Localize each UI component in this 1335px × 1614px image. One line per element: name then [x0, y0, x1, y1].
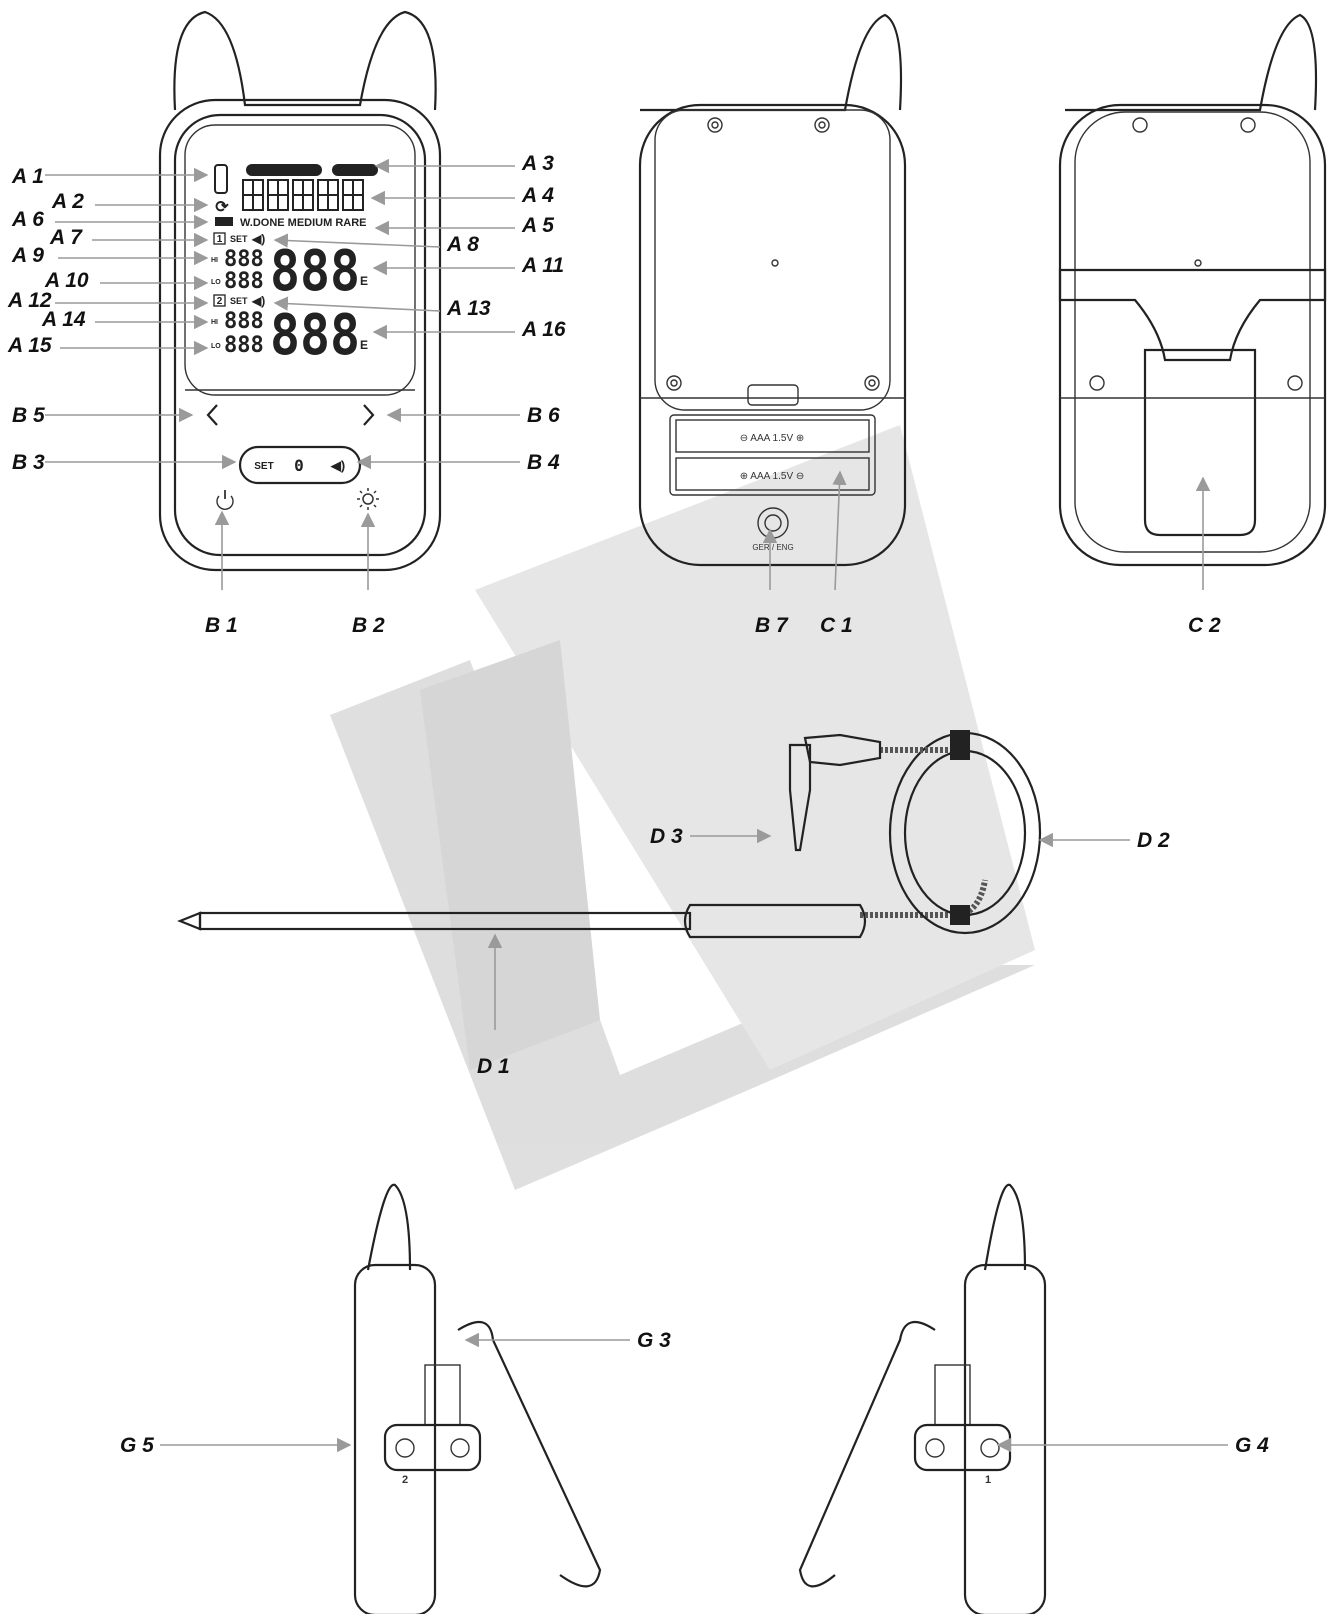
callout-B1: B 1: [205, 614, 238, 637]
lcd-probe2-temperature: 888: [270, 303, 360, 368]
front-view-display-unit: BARBECUE FOOD ⟳ W.DONE MEDIUM RARE 1 SET…: [158, 10, 442, 572]
callout-A5: A 5: [521, 214, 554, 237]
clip-number-left: 2: [402, 1474, 408, 1486]
callout-B3: B 3: [12, 451, 45, 474]
callout-A8: A 8: [446, 233, 479, 256]
callout-A11: A 11: [521, 254, 564, 277]
callout-A10: A 10: [44, 269, 89, 292]
callout-D3: D 3: [650, 825, 683, 848]
callout-A15: A 15: [7, 334, 52, 357]
lcd-food-label: FOOD: [341, 166, 370, 177]
side-view-right: 1: [798, 1183, 1047, 1614]
callout-A16: A 16: [521, 318, 566, 341]
callout-A12: A 12: [7, 289, 52, 312]
callouts: A 1 A 2 A 6 A 7 A 9 A 10 A 12 A 14 A 15 …: [7, 152, 1269, 1457]
power-button-icon[interactable]: [216, 490, 234, 510]
meat-probe: [177, 730, 1042, 939]
lcd-probe1-number: 1: [217, 234, 223, 245]
callout-D2: D 2: [1137, 829, 1170, 852]
battery-slot-2-label: ⊕ AAA 1.5V ⊖: [740, 471, 805, 482]
watermark-logo: [330, 425, 1035, 1190]
hanging-hook-right[interactable]: [798, 1320, 936, 1588]
callout-B4: B 4: [527, 451, 560, 474]
refresh-icon: ⟳: [215, 199, 229, 216]
right-arrow-button[interactable]: [363, 404, 375, 426]
callout-A4: A 4: [521, 184, 554, 207]
callout-B2: B 2: [352, 614, 385, 637]
callout-C2: C 2: [1188, 614, 1221, 637]
lcd-probe1-temperature: 888: [270, 239, 360, 304]
lcd-probe2-hi-digits: 888: [224, 309, 264, 334]
backlight-button-icon[interactable]: [357, 488, 379, 510]
lcd-probe2-unit: E: [360, 338, 368, 352]
callout-G3: G 3: [637, 1329, 671, 1352]
callout-A13: A 13: [446, 297, 491, 320]
lcd-probe2-number: 2: [217, 296, 223, 307]
clip-number-right: 1: [985, 1474, 991, 1486]
side-view-left: 2: [353, 1183, 602, 1614]
callout-B6: B 6: [527, 404, 560, 427]
callout-A6: A 6: [11, 208, 44, 231]
lcd-probe1-lo-digits: 888: [224, 269, 264, 294]
lcd-screen: BARBECUE FOOD ⟳ W.DONE MEDIUM RARE 1 SET…: [211, 164, 378, 368]
lcd-alphanumeric-segments: [242, 179, 364, 211]
probe2-alarm-speaker-icon: ◀): [251, 294, 265, 308]
lcd-probe2-set: SET: [230, 296, 248, 306]
lcd-probe2-hi: HI: [211, 319, 218, 326]
hanging-hook-left[interactable]: [457, 1320, 602, 1588]
callout-A3: A 3: [521, 152, 554, 175]
lcd-probe1-set: SET: [230, 234, 248, 244]
lcd-probe1-unit: E: [360, 274, 368, 288]
callout-A14: A 14: [41, 308, 86, 331]
callout-B7: B 7: [755, 614, 789, 637]
left-arrow-button[interactable]: [206, 404, 218, 426]
language-switch-label: GER / ENG: [752, 543, 793, 552]
set-button-label[interactable]: SET: [254, 461, 273, 472]
battery-slot-1-label: ⊖ AAA 1.5V ⊕: [740, 433, 805, 444]
callout-C1: C 1: [820, 614, 853, 637]
battery-icon: [215, 217, 233, 226]
callout-A9: A 9: [11, 244, 44, 267]
callout-B5: B 5: [12, 404, 45, 427]
lcd-probe1-hi-digits: 888: [224, 247, 264, 272]
lcd-probe1-lo: LO: [211, 279, 221, 286]
probe1-alarm-speaker-icon: ◀): [251, 232, 265, 246]
lcd-probe1-hi: HI: [211, 257, 218, 264]
probe-jack: [788, 743, 812, 852]
lcd-probe2-lo: LO: [211, 343, 221, 350]
callout-G4: G 4: [1235, 1434, 1269, 1457]
callout-A1: A 1: [11, 165, 44, 188]
back-view-stand-unit: [1058, 13, 1327, 567]
alarm-speaker-button-icon[interactable]: ◀): [330, 458, 345, 473]
lcd-barbecue-label: BARBECUE: [256, 166, 313, 177]
callout-A2: A 2: [51, 190, 84, 213]
callout-A7: A 7: [49, 226, 83, 249]
lcd-probe2-lo-digits: 888: [224, 333, 264, 358]
callout-G5: G 5: [120, 1434, 154, 1457]
lcd-doneness-labels: W.DONE MEDIUM RARE: [240, 217, 367, 229]
kickstand[interactable]: [1143, 348, 1257, 537]
zero-button-label[interactable]: 0: [294, 456, 304, 475]
callout-D1: D 1: [477, 1055, 510, 1078]
probe-handle: [683, 903, 867, 939]
